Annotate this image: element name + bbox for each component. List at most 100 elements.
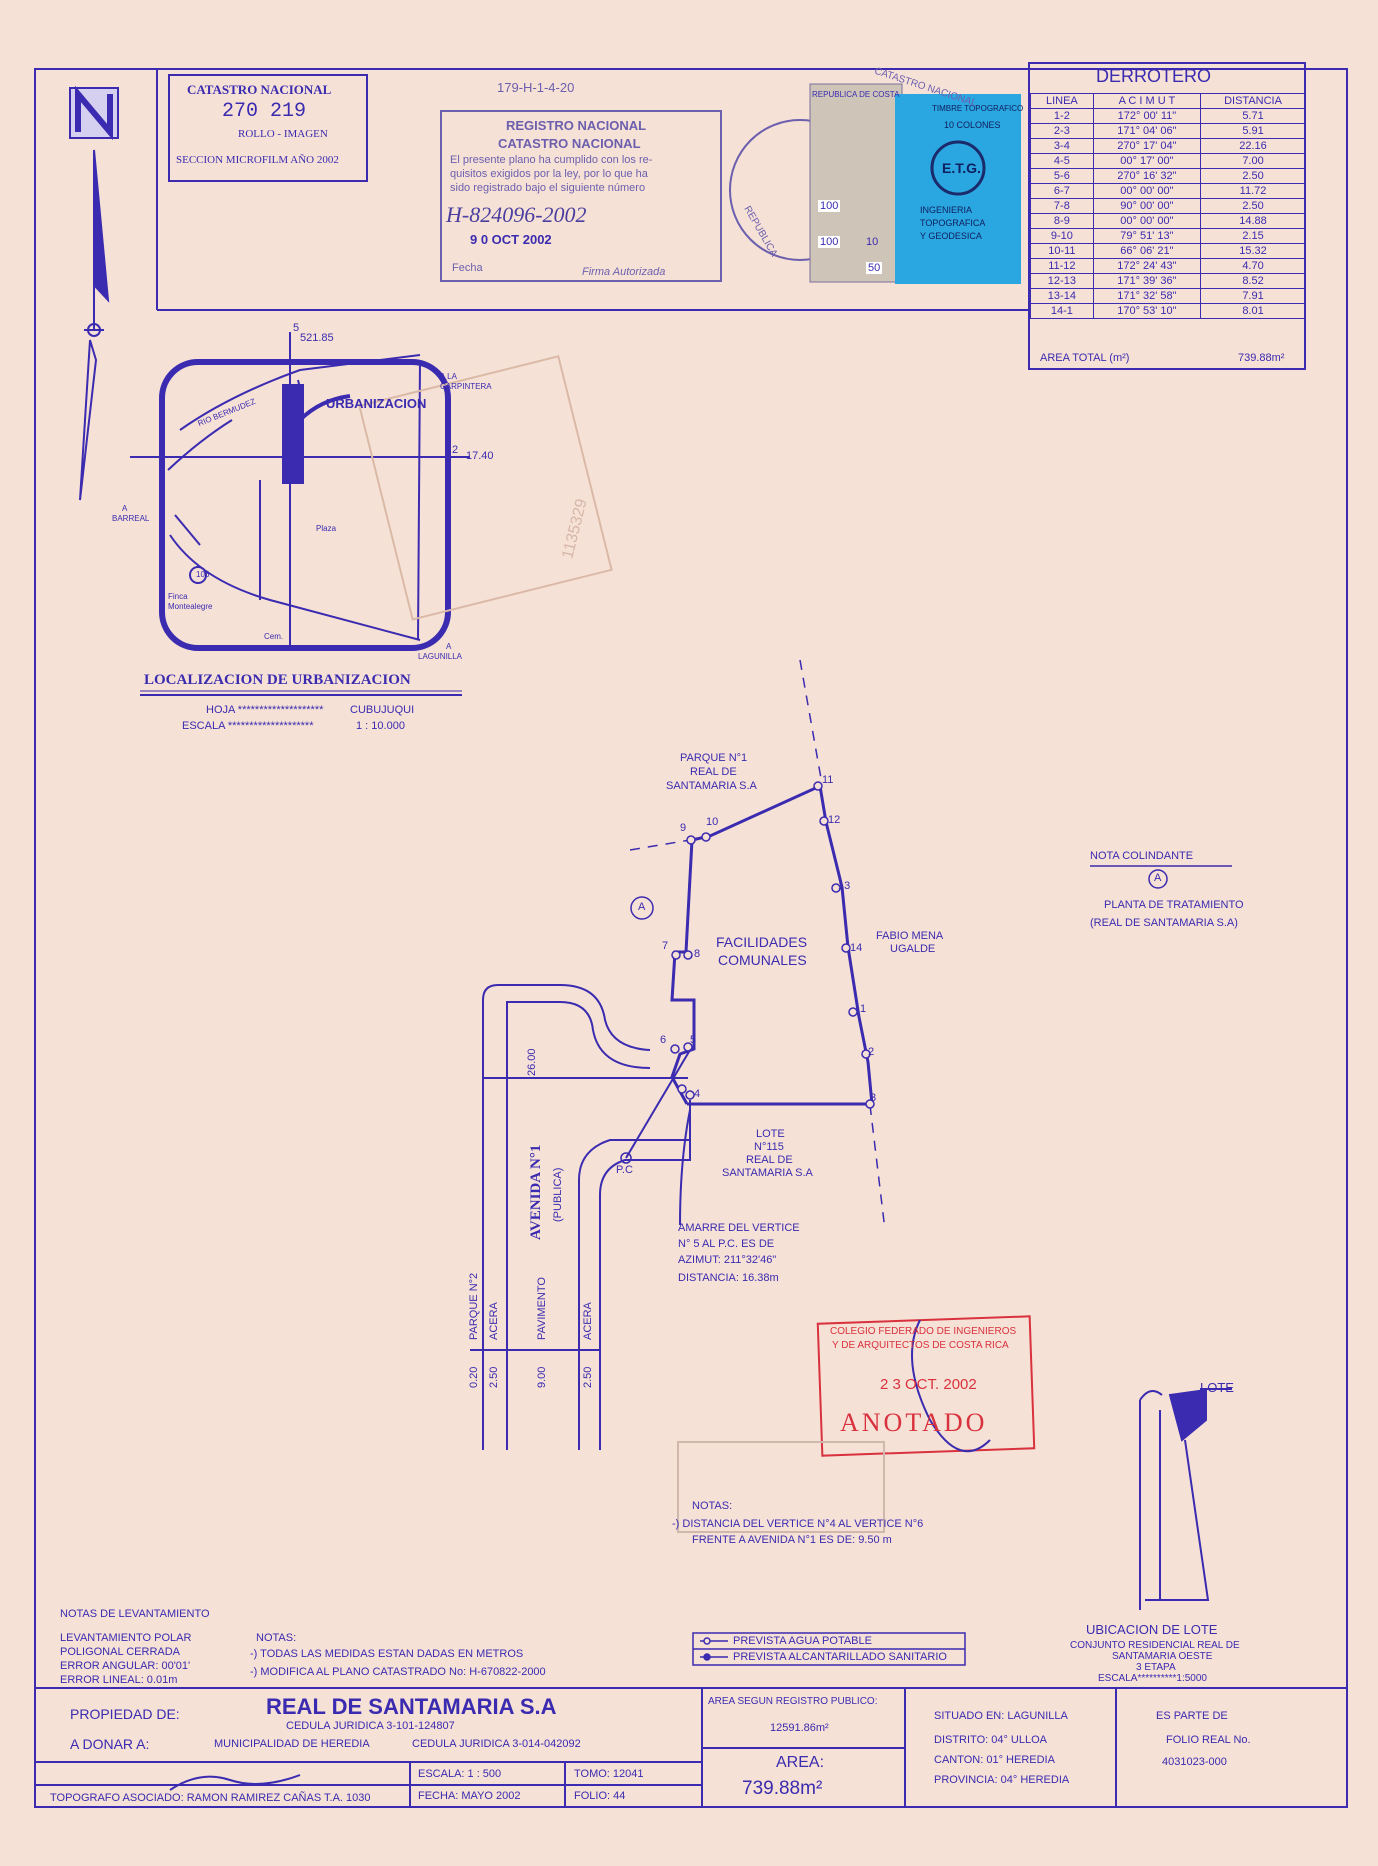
timbre-title: TIMBRE TOPOGRAFICO	[932, 104, 1024, 113]
nota-colindante-line2: (REAL DE SANTAMARIA S.A)	[1090, 917, 1238, 929]
derrotero-distancia: 11.72	[1200, 183, 1306, 199]
ubicacion-line3: 3 ETAPA	[1136, 1662, 1176, 1673]
lote-line4: SANTAMARIA S.A	[722, 1167, 813, 1179]
loc-finca2: Montealegre	[168, 602, 213, 611]
dim-26: 26.00	[526, 1048, 538, 1076]
loc-lagunilla2: LAGUNILLA	[418, 652, 463, 661]
derrotero-acimut: 172° 24' 43"	[1092, 258, 1202, 274]
loc-coord-top: 521.85	[300, 332, 334, 344]
registro-number: H-824096-2002	[446, 202, 587, 227]
colegio-date: 2 3 OCT. 2002	[880, 1376, 977, 1393]
parque2-label: PARQUE N°2	[468, 1272, 480, 1340]
loc-plaza: Plaza	[316, 524, 337, 533]
lote-line3: REAL DE	[746, 1154, 793, 1166]
amarre-line4: DISTANCIA: 16.38m	[678, 1272, 779, 1284]
circle-a-label: A	[638, 901, 646, 913]
nota-colindante-title: NOTA COLINDANTE	[1090, 850, 1194, 862]
acera2-label: ACERA	[582, 1302, 594, 1340]
derrotero-linea: 8-9	[1030, 213, 1094, 229]
lote-line2: N°115	[754, 1141, 784, 1153]
derrotero-linea: 2-3	[1030, 123, 1094, 139]
derrotero-distancia: 5.91	[1200, 123, 1306, 139]
vertex-13: 13	[838, 880, 851, 892]
notas-plan-line2: FRENTE A AVENIDA N°1 ES DE: 9.50 m	[692, 1534, 892, 1546]
derrotero-header-linea: LINEA	[1030, 93, 1094, 109]
tb-folio-real: FOLIO REAL No.	[1166, 1734, 1251, 1746]
loc-barreal1: A	[122, 504, 128, 513]
tb-area-reg: 12591.86m²	[770, 1722, 829, 1734]
loc-escala-value: 1 : 10.000	[356, 720, 405, 732]
legend-alcantarillado: PREVISTA ALCANTARILLADO SANITARIO	[733, 1651, 947, 1663]
pavimento-label: PAVIMENTO	[536, 1277, 548, 1340]
derrotero-area-label: AREA TOTAL (m²)	[1040, 352, 1130, 364]
catastro-title: CATASTRO NACIONAL	[187, 82, 332, 97]
derrotero-distancia: 4.70	[1200, 258, 1306, 274]
vertex-3: 3	[870, 1092, 877, 1104]
facilidades-line1: FACILIDADES	[716, 934, 808, 950]
derrotero-acimut: 79° 51' 13"	[1092, 228, 1202, 244]
derrotero-distancia: 14.88	[1200, 213, 1306, 229]
derrotero-linea: 5-6	[1030, 168, 1094, 184]
vertex-7: 7	[662, 940, 669, 952]
levantamiento-l3: ERROR ANGULAR: 00'01'	[60, 1660, 191, 1672]
colegio-stamp-box	[816, 1315, 1036, 1457]
loc-num-right: 2	[452, 444, 459, 456]
tb-fecha: FECHA: MAYO 2002	[418, 1790, 521, 1802]
vertex-12: 12	[828, 814, 841, 826]
loc-barreal2: BARREAL	[112, 514, 150, 523]
loc-title: LOCALIZACION DE URBANIZACION	[144, 672, 411, 688]
timbre-value-1: 100	[818, 200, 841, 212]
timbre-etg: E.T.G.	[942, 160, 981, 176]
tb-propiedad: REAL DE SANTAMARIA S.A	[266, 1694, 557, 1719]
vertex-9: 9	[680, 822, 687, 834]
loc-lagunilla1: A	[446, 642, 452, 651]
loc-hoja-label: HOJA ********************	[206, 704, 324, 716]
tb-folio-real-num: 4031023-000	[1162, 1756, 1227, 1768]
plan-frame	[34, 68, 1348, 1808]
ubicacion-lote: LOTE	[1200, 1380, 1234, 1395]
derrotero-area-value: 739.88m²	[1238, 352, 1285, 364]
levantamiento-l1: LEVANTAMIENTO POLAR	[60, 1632, 192, 1644]
loc-escala-label: ESCALA ********************	[182, 720, 314, 732]
loc-finca1: Finca	[168, 592, 188, 601]
derrotero-acimut: 270° 17' 04"	[1092, 138, 1202, 154]
derrotero-header-acimut: A C I M U T	[1092, 93, 1202, 109]
ubicacion-escala: ESCALA**********1:5000	[1098, 1673, 1207, 1684]
loc-cem: Cem.	[264, 632, 284, 641]
fabio-line1: FABIO MENA	[876, 930, 944, 942]
registro-firma: Firma Autorizada	[582, 266, 666, 278]
loc-num-top: 5	[293, 322, 300, 334]
tb-canton: CANTON: 01° HEREDIA	[934, 1754, 1055, 1766]
derrotero-header-distancia: DISTANCIA	[1200, 93, 1306, 109]
levantamiento-title: NOTAS DE LEVANTAMIENTO	[60, 1608, 210, 1620]
timbre-republica: REPUBLICA DE COSTA	[812, 90, 900, 99]
dim-250a: 2.50	[488, 1366, 500, 1388]
signature-mark-icon	[911, 1319, 991, 1453]
derrotero-linea: 6-7	[1030, 183, 1094, 199]
derrotero-linea: 12-13	[1030, 273, 1094, 289]
derrotero-acimut: 90° 00' 00"	[1092, 198, 1202, 214]
tb-propiedad-label: PROPIEDAD DE:	[70, 1706, 180, 1722]
loc-hoja-value: CUBUJUQUI	[350, 704, 415, 716]
north-arrow-icon	[79, 149, 110, 501]
loc-coord-right: 17.40	[466, 450, 494, 462]
registro-date: 9 0 OCT 2002	[470, 232, 552, 247]
derrotero-linea: 9-10	[1030, 228, 1094, 244]
levantamiento-n1: -) TODAS LAS MEDIDAS ESTAN DADAS EN METR…	[250, 1648, 524, 1660]
derrotero-linea: 13-14	[1030, 288, 1094, 304]
legend-agua: PREVISTA AGUA POTABLE	[733, 1635, 872, 1647]
derrotero-linea: 3-4	[1030, 138, 1094, 154]
location-map	[130, 332, 470, 651]
catastro-rollo: ROLLO - IMAGEN	[238, 128, 328, 140]
timbre-value-4: 50	[866, 262, 883, 274]
catastro-box	[168, 74, 368, 182]
